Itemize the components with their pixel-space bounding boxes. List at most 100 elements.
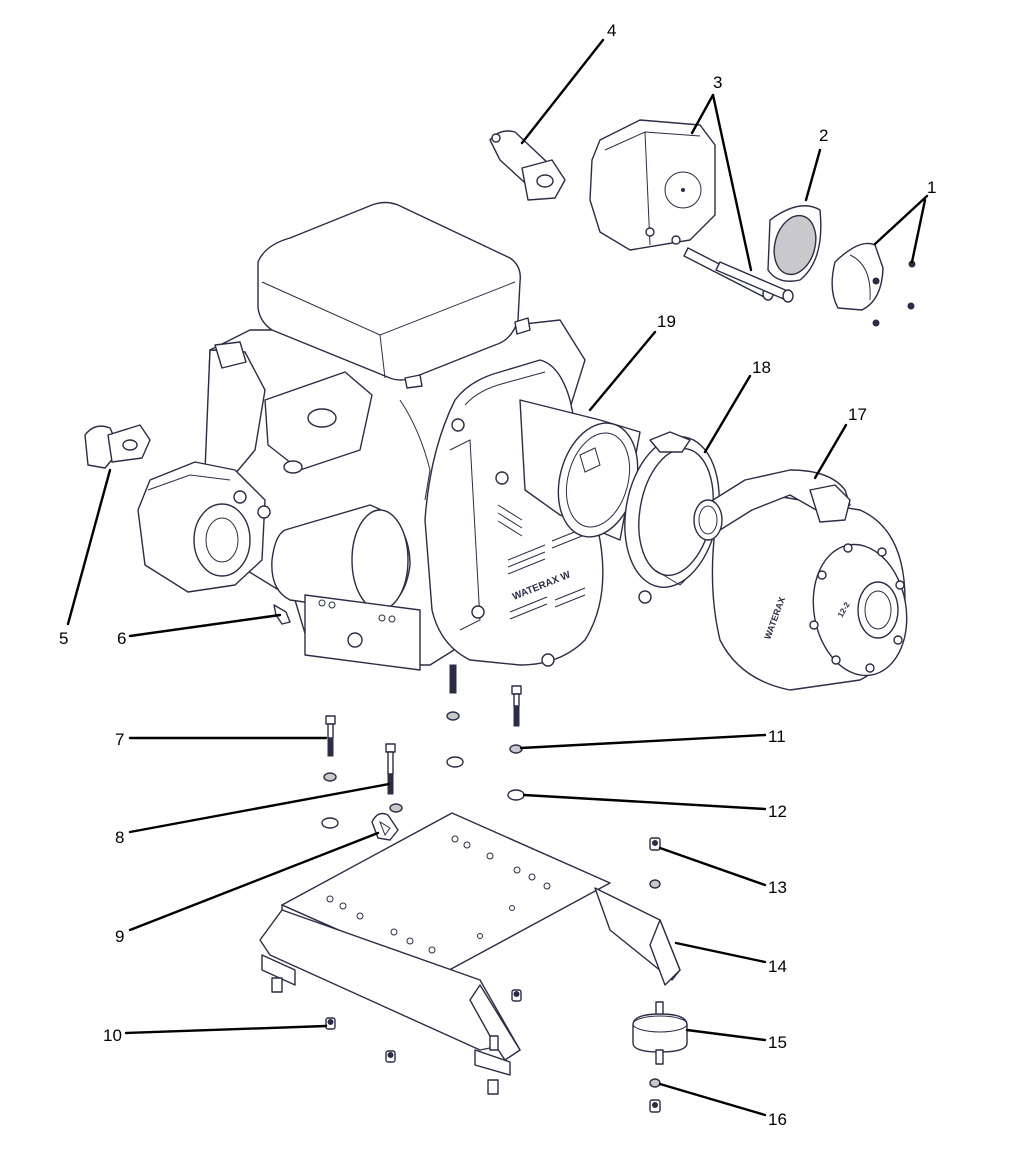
callout-label-11: 11: [768, 727, 786, 746]
bolt-thread: [327, 737, 334, 757]
leader-line-8: [128, 782, 391, 834]
skid-frame: [259, 812, 681, 1095]
bolt-head: [325, 715, 336, 725]
tab-left: [214, 341, 247, 369]
muffler-vent: [681, 188, 685, 192]
pump-face-bolts: [809, 543, 905, 673]
muffler-seam: [644, 131, 651, 246]
oil-cap: [307, 408, 337, 428]
elbow-bolt-hole: [491, 133, 501, 143]
exhaust-elbow: [489, 130, 566, 201]
leader-line-2: [804, 148, 822, 202]
adapter-coupling: [579, 447, 601, 473]
nut-bore: [387, 1052, 394, 1058]
lock-washer: [323, 772, 337, 782]
muffler-hole: [645, 227, 655, 237]
leader-line-18: [703, 374, 752, 454]
gasket-core: [773, 214, 817, 276]
muffler: [589, 119, 794, 303]
lifting-eye-body: [371, 812, 399, 841]
flat-washer: [321, 817, 339, 829]
mount-stud-bottom: [655, 1049, 664, 1065]
pump-discharge-elbow: [704, 469, 851, 531]
fan-cover-grille: [497, 504, 586, 620]
heat-shield-cover: [831, 242, 884, 311]
flat-washer: [446, 756, 464, 768]
callout-label-18: 18: [752, 358, 771, 377]
skid-plate-holes: [326, 835, 551, 954]
exhaust-flange: [84, 424, 151, 469]
elbow-port: [536, 174, 554, 188]
skid-left-leg: [469, 984, 521, 1061]
bolt-shank: [513, 693, 520, 707]
bolt-thread: [513, 705, 520, 727]
mount-foot-pin: [347, 632, 363, 648]
bolt-shank: [327, 723, 334, 739]
leader-line-10: [124, 1024, 328, 1035]
callout-label-2: 2: [819, 126, 828, 145]
callout-label-14: 14: [768, 957, 787, 976]
callout-label-19: 19: [657, 312, 676, 331]
fan-cover-rib: [464, 371, 546, 406]
mount-foot-hole: [388, 615, 396, 623]
callout-label-1: 1: [927, 178, 936, 197]
fan-cover-bolt: [495, 471, 509, 485]
leader-line-15: [685, 1028, 767, 1042]
muffler-outlet-inner: [205, 517, 239, 563]
starter-end: [351, 509, 409, 611]
lock-washer: [649, 879, 661, 889]
leader-line-4: [520, 38, 605, 145]
leader-line-14: [674, 941, 767, 964]
leader-line-17: [813, 423, 848, 480]
engine-boss: [283, 460, 303, 474]
leader-line-3: [690, 93, 715, 135]
callout-label-8: 8: [115, 828, 124, 847]
nuts: [325, 837, 661, 1113]
heat-shield-screw: [872, 319, 880, 327]
leader-line-13: [658, 846, 767, 887]
lock-washer: [446, 711, 460, 721]
callout-label-10: 10: [103, 1026, 122, 1045]
muffler-hole: [671, 235, 681, 245]
fuel-line: [399, 399, 431, 501]
bolt-shank: [387, 751, 394, 775]
callout-label-4: 4: [607, 21, 616, 40]
nut-13-bore: [652, 840, 658, 846]
adapter-face-inner: [565, 432, 631, 528]
mount-foot-hole: [378, 614, 386, 622]
leader-line-1: [873, 194, 929, 246]
mount-rubber: [632, 1013, 688, 1053]
mount-foot-hole: [328, 601, 336, 609]
muffler-stud-end: [782, 289, 794, 303]
skid-right-leg: [649, 919, 681, 986]
pump-inlet-thread-inner: [698, 505, 718, 535]
vibration-mount: [632, 1001, 688, 1065]
callout-label-13: 13: [768, 878, 787, 897]
callout-label-7: 7: [115, 730, 124, 749]
washer-16: [649, 1078, 661, 1088]
fan-cover-bolt: [451, 418, 465, 432]
pump-outlet-thread-inner: [864, 590, 892, 630]
leader-line-16: [658, 1082, 767, 1117]
leader-line-6: [128, 613, 282, 638]
callout-label-16: 16: [768, 1110, 787, 1129]
tab-top: [404, 374, 423, 389]
callout-label-5: 5: [59, 629, 68, 648]
leader-line-5: [66, 468, 112, 626]
nut-bore: [513, 991, 520, 997]
skid-foot: [261, 954, 296, 986]
fan-cover-bolt: [471, 605, 485, 619]
muffler-stud: [257, 505, 271, 519]
pump: WATERAX 12-2: [693, 469, 908, 691]
callout-label-6: 6: [117, 629, 126, 648]
flat-washer: [507, 789, 525, 801]
leader-line-3: [711, 93, 753, 272]
flange-port: [122, 439, 138, 451]
leader-line-11: [519, 733, 767, 750]
heat-shield-edge: [849, 254, 871, 301]
heat-shield-screw: [872, 277, 880, 285]
pump-inlet-thread: [693, 499, 723, 541]
top-cover-edge: [379, 334, 386, 379]
muffler-body: [589, 119, 716, 251]
